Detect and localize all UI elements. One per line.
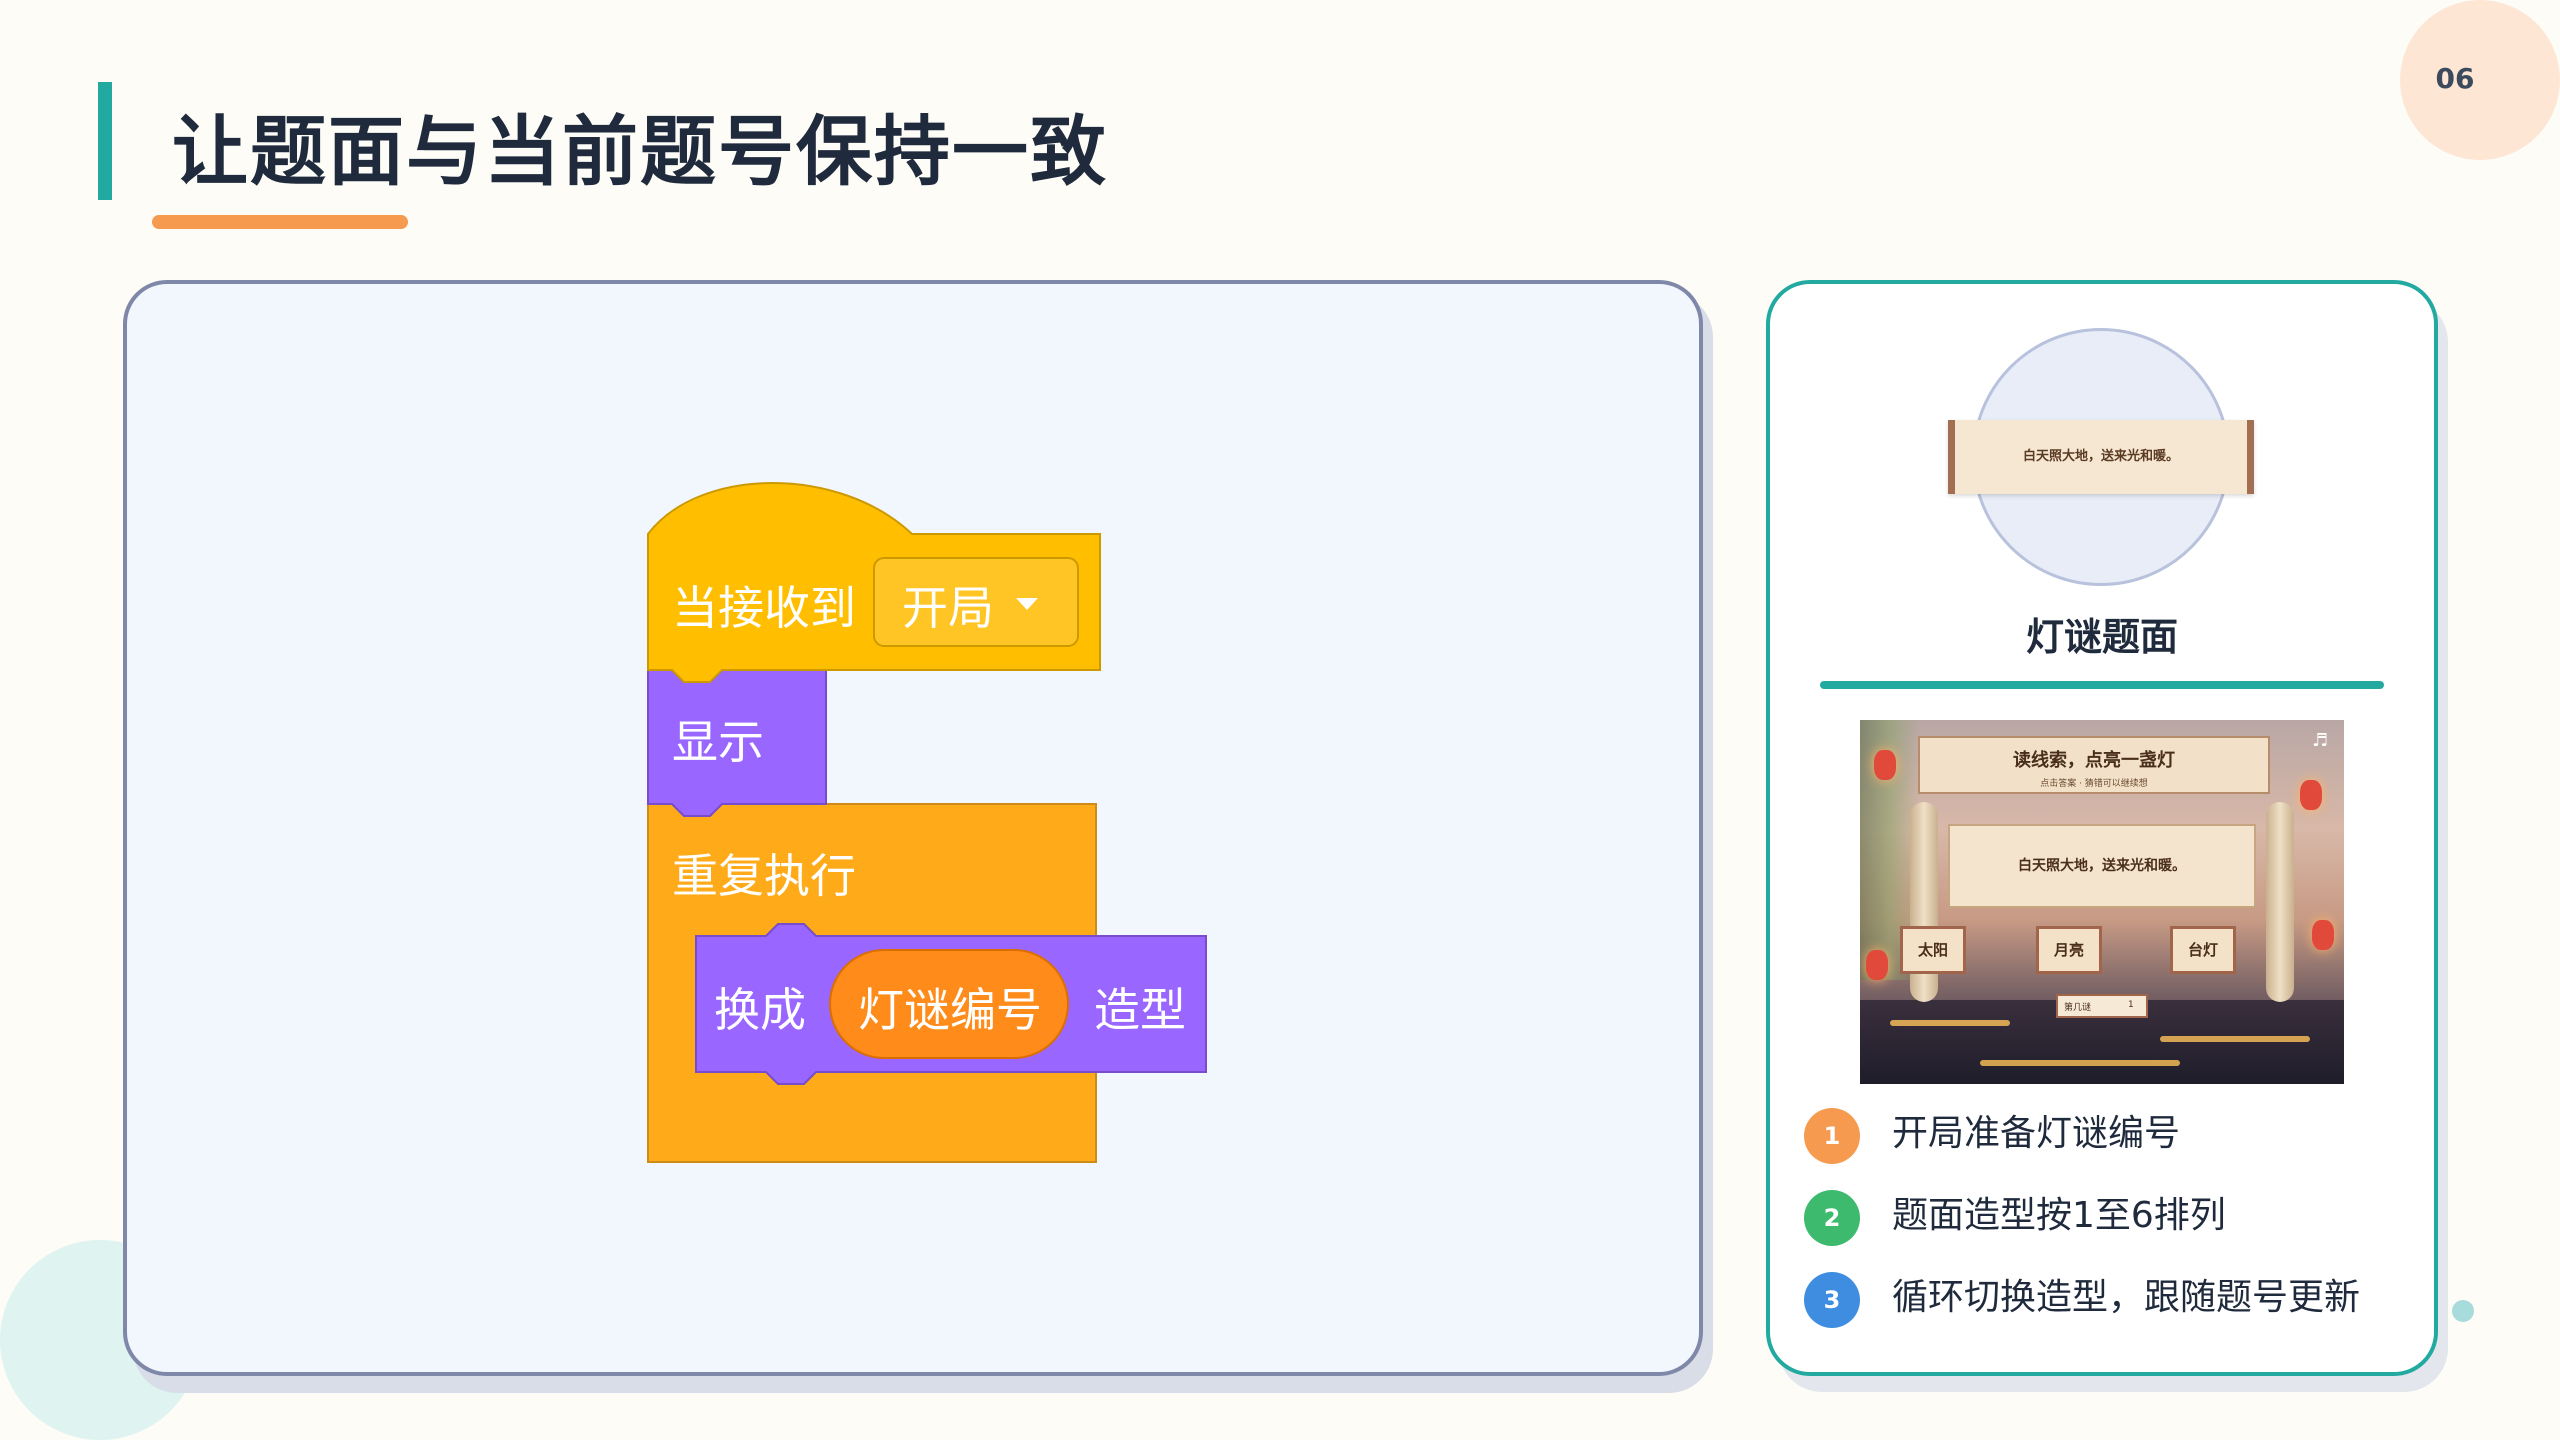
code-panel — [123, 280, 1703, 1376]
step-badge-1: 1 — [1804, 1108, 1860, 1164]
chevron-down-icon — [1016, 598, 1038, 610]
section-divider — [1820, 681, 2384, 689]
lantern-icon — [1874, 750, 1896, 780]
message-dropdown-value: 开局 — [902, 581, 994, 635]
show-block-label: 显示 — [672, 715, 764, 769]
costume-label: 灯谜题面 — [2025, 615, 2178, 659]
forever-block-label: 重复执行 — [672, 849, 856, 903]
costume-preview-scroll: 白天照大地，送来光和暖。 — [1948, 420, 2254, 494]
title-underline — [152, 215, 408, 229]
page-number: 06 — [2435, 62, 2475, 95]
switch-costume-suffix: 造型 — [1094, 983, 1186, 1037]
step-badge-3: 3 — [1804, 1272, 1860, 1328]
decor-circle-top-right — [2400, 0, 2560, 160]
riddle-counter-label: 第几谜 — [2064, 1003, 2092, 1013]
lantern-icon — [2312, 920, 2334, 950]
costume-number-reporter[interactable]: 灯谜编号 — [858, 983, 1042, 1037]
game-banner-title: 读线索，点亮一盏灯 — [2013, 750, 2175, 771]
game-stage-screenshot: 读线索，点亮一盏灯 点击答案 · 猜错可以继续想 ♬ 白天照大地，送来光和暖。 … — [1860, 720, 2344, 1084]
step-text-1: 开局准备灯谜编号 — [1892, 1113, 2181, 1154]
answer-button-1[interactable]: 太阳 — [1900, 926, 1966, 974]
answer-button-3[interactable]: 台灯 — [2170, 926, 2236, 974]
game-banner: 读线索，点亮一盏灯 点击答案 · 猜错可以继续想 — [1918, 736, 2270, 794]
scroll-rod-right — [2266, 802, 2294, 1002]
preview-riddle-text: 白天照大地，送来光和暖。 — [2022, 449, 2179, 464]
message-dropdown-shape — [873, 557, 1079, 647]
game-banner-subtitle: 点击答案 · 猜错可以继续想 — [2040, 779, 2148, 789]
riddle-counter: 第几谜 1 — [2056, 994, 2148, 1018]
title-accent-bar — [98, 82, 112, 200]
riddle-counter-value: 1 — [2128, 1000, 2134, 1010]
lantern-icon — [1866, 950, 1888, 980]
hat-block-label: 当接收到 — [672, 581, 856, 635]
city-lights — [1890, 1020, 2010, 1026]
reporter-shape — [829, 949, 1069, 1059]
step-text-3: 循环切换造型，跟随题号更新 — [1892, 1277, 2361, 1318]
step-text-2: 题面造型按1至6排列 — [1892, 1195, 2226, 1236]
page-title: 让题面与当前题号保持一致 — [172, 107, 1108, 196]
switch-costume-prefix: 换成 — [714, 983, 806, 1037]
riddle-board: 白天照大地，送来光和暖。 — [1948, 824, 2256, 908]
city-lights — [1980, 1060, 2180, 1066]
lantern-icon — [2300, 780, 2322, 810]
answer-button-2[interactable]: 月亮 — [2036, 926, 2102, 974]
speaker-icon[interactable]: ♬ — [2312, 730, 2329, 751]
step-badge-2: 2 — [1804, 1190, 1860, 1246]
message-dropdown[interactable]: 开局 — [874, 558, 1078, 646]
decor-dot — [2452, 1300, 2474, 1322]
scratch-script — [647, 482, 1207, 1163]
city-lights — [2160, 1036, 2310, 1042]
